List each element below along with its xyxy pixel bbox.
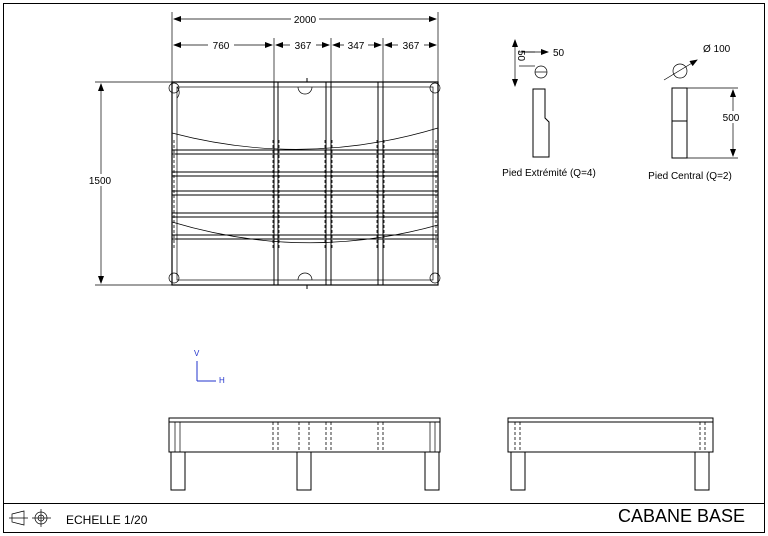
front-elevation (168, 417, 441, 491)
dim-overall-length: 2000 (294, 15, 317, 26)
dim-overall-width: 1500 (89, 176, 112, 187)
axis-label-h: H (219, 376, 225, 385)
axis-indicator: V H (194, 349, 225, 385)
pied-central-dim-diameter: Ø 100 (703, 44, 731, 55)
plan-dimensions: 2000 760 367 347 367 1500 (86, 12, 439, 286)
dim-bay-1: 760 (213, 41, 230, 52)
pied-central-detail: Ø 100 500 Pied Central (Q=2) (648, 44, 744, 182)
drawing-title: CABANE BASE (618, 506, 745, 526)
side-elevation (507, 417, 714, 491)
pied-central-caption: Pied Central (Q=2) (648, 171, 732, 182)
scale-label: ECHELLE 1/20 (66, 513, 148, 527)
sheet-border (3, 3, 765, 533)
axis-label-v: V (194, 349, 200, 358)
pied-extremite-caption: Pied Extrémité (Q=4) (502, 168, 596, 179)
pied-central-dim-height: 500 (723, 113, 740, 124)
projection-symbol (9, 509, 51, 527)
plan-view (168, 78, 441, 289)
dim-bay-2: 367 (295, 41, 312, 52)
dim-bay-4: 367 (403, 41, 420, 52)
dim-bay-3: 347 (348, 41, 365, 52)
pied-extremite-dim-square: 50 (515, 50, 526, 62)
pied-extremite-detail: 50 50 Pied Extrémité (Q=4) (502, 39, 596, 179)
pied-extremite-dim-side: 50 (553, 48, 565, 59)
